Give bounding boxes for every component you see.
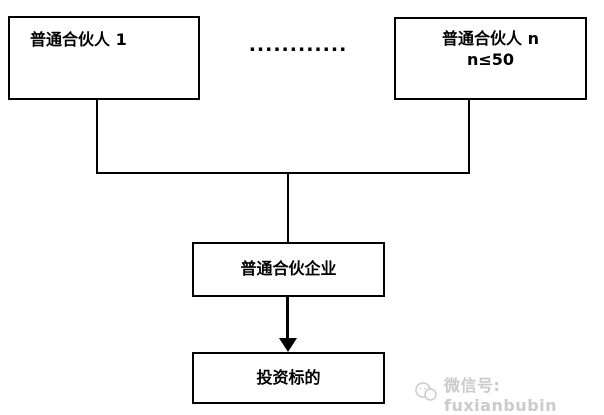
watermark-text: 微信号: fuxianbubin bbox=[444, 376, 558, 415]
node-general-partner-1-label: 普通合伙人 1 bbox=[30, 30, 127, 49]
node-investment-target-label: 投资标的 bbox=[256, 367, 321, 387]
node-general-partnership-enterprise: 普通合伙企业 bbox=[192, 242, 385, 297]
ellipsis-dots: ............ bbox=[248, 34, 348, 56]
node-general-partnership-enterprise-label: 普通合伙企业 bbox=[240, 259, 337, 279]
node-general-partner-n-sublabel: n≤50 bbox=[466, 49, 515, 69]
node-general-partner-1: 普通合伙人 1 bbox=[8, 16, 200, 100]
node-general-partner-n-label: 普通合伙人 n bbox=[442, 29, 539, 48]
node-general-partner-n: 普通合伙人 n n≤50 bbox=[394, 17, 587, 100]
watermark: 微信号: fuxianbubin bbox=[414, 372, 604, 415]
wechat-icon bbox=[414, 381, 438, 407]
connector-horizontal bbox=[96, 172, 470, 174]
arrow-shaft bbox=[286, 297, 289, 339]
connector-center-vertical bbox=[287, 172, 289, 242]
connector-right-vertical bbox=[468, 100, 470, 174]
node-investment-target: 投资标的 bbox=[192, 352, 385, 404]
connector-left-vertical bbox=[96, 100, 98, 174]
arrow-head-down-icon bbox=[279, 338, 297, 352]
